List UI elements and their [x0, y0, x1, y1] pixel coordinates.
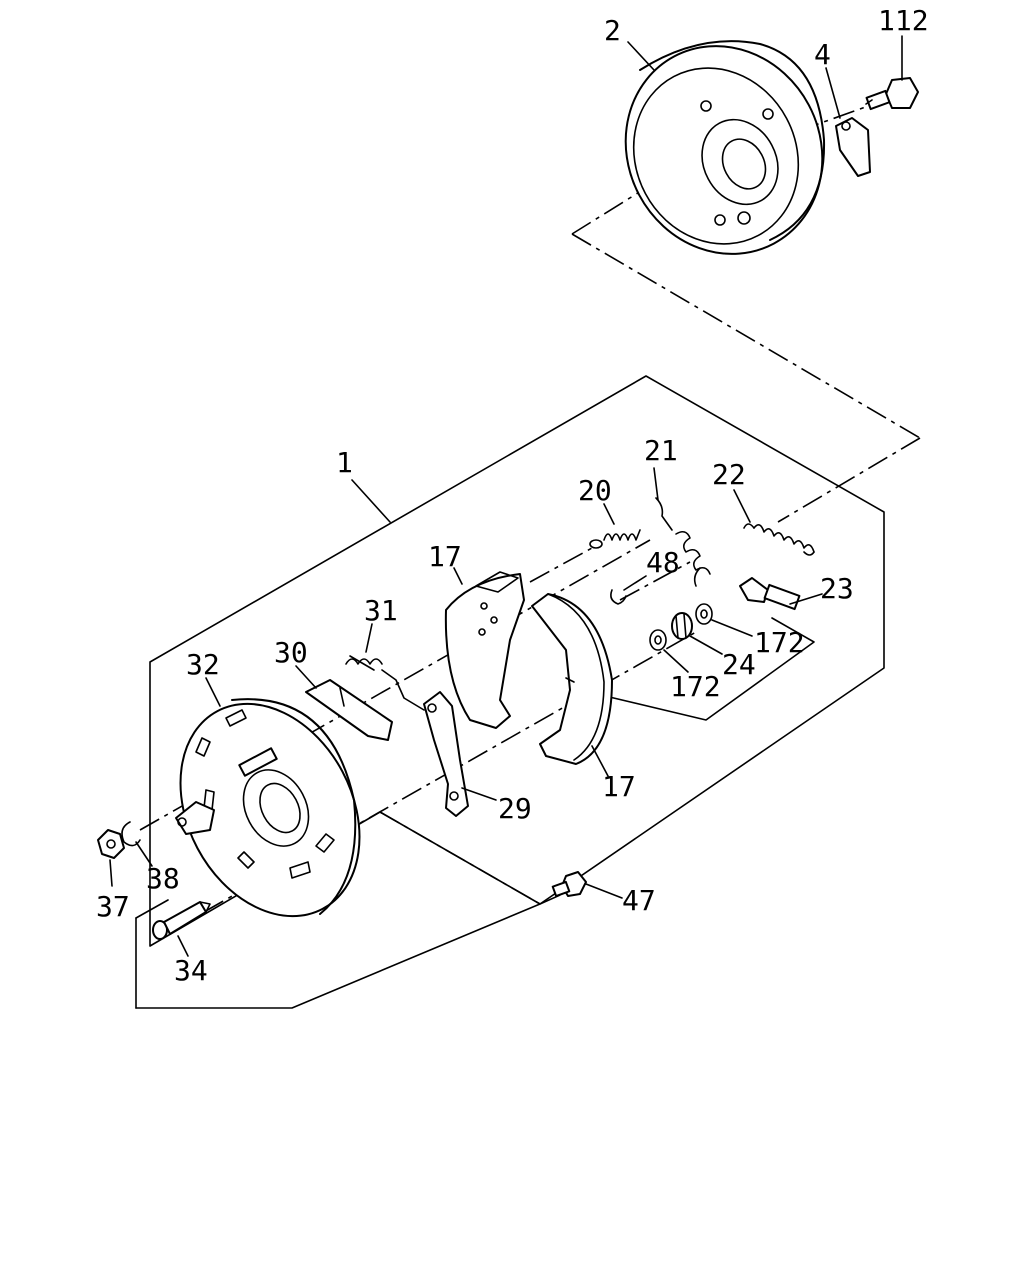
label-part-23: 23	[820, 572, 854, 605]
return-spring-20[interactable]	[589, 529, 641, 549]
snap-ring[interactable]	[121, 821, 141, 847]
leader-lines	[109, 35, 903, 957]
nut[interactable]	[97, 829, 125, 859]
label-part-21: 21	[644, 434, 678, 467]
brake-shoe-upper[interactable]	[444, 571, 525, 729]
label-part-38: 38	[146, 862, 180, 895]
label-part-30: 30	[274, 636, 308, 669]
label-part-112: 112	[878, 4, 929, 37]
washer-upper[interactable]	[695, 603, 713, 625]
label-part-1: 1	[336, 446, 353, 479]
brake-shoe-lower[interactable]	[531, 593, 613, 765]
label-part-48: 48	[646, 546, 680, 579]
label-part-172b: 172	[670, 670, 721, 703]
label-part-17b: 17	[602, 770, 636, 803]
bracket[interactable]	[835, 117, 871, 177]
part-labels: 2 4 112 1 17 17 20 21 22 23 48 172 24 17…	[96, 4, 929, 987]
label-part-31: 31	[364, 594, 398, 627]
pin[interactable]	[152, 901, 211, 940]
backing-plate[interactable]	[145, 673, 395, 948]
label-part-172a: 172	[754, 626, 805, 659]
label-part-32: 32	[186, 648, 220, 681]
drum-bolt[interactable]	[865, 77, 919, 111]
parking-lever[interactable]	[423, 691, 469, 817]
label-part-4: 4	[814, 38, 831, 71]
adjuster-spring[interactable]	[743, 523, 815, 556]
label-part-37: 37	[96, 890, 130, 923]
label-part-20: 20	[578, 474, 612, 507]
label-part-47: 47	[622, 884, 656, 917]
label-part-24: 24	[722, 648, 756, 681]
washer-lower[interactable]	[649, 629, 667, 651]
label-part-29: 29	[498, 792, 532, 825]
label-part-17a: 17	[428, 540, 462, 573]
label-part-2: 2	[604, 14, 621, 47]
clip[interactable]	[610, 589, 627, 605]
label-part-34: 34	[174, 954, 208, 987]
label-part-22: 22	[712, 458, 746, 491]
assembly-outline	[135, 375, 885, 1009]
bleeder-screw[interactable]	[551, 871, 587, 898]
adjuster-nut[interactable]	[671, 612, 693, 640]
strut[interactable]	[305, 679, 393, 741]
brake-drum[interactable]	[589, 11, 858, 288]
lever-spring[interactable]	[345, 655, 425, 711]
